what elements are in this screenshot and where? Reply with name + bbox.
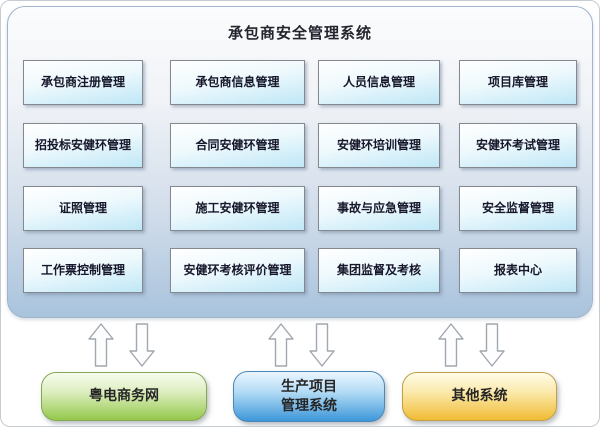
- module-box-personnel-info: 人员信息管理: [318, 60, 440, 105]
- module-box-contract-hse: 合同安健环管理: [170, 123, 305, 168]
- down-arrow-icon: [479, 323, 505, 367]
- module-box-bidding-hse: 招投标安健环管理: [23, 123, 143, 168]
- arrow-pair-right: [438, 323, 505, 367]
- module-box-hse-examination: 安健环考试管理: [459, 123, 577, 168]
- module-box-license-management: 证照管理: [23, 186, 143, 231]
- up-arrow-icon: [88, 323, 114, 367]
- module-box-contractor-registration: 承包商注册管理: [23, 60, 143, 105]
- main-system-panel: 承包商安全管理系统 承包商注册管理 承包商信息管理 人员信息管理 项目库管理 招…: [7, 6, 593, 318]
- arrow-pair-center: [268, 323, 335, 367]
- down-arrow-icon: [309, 323, 335, 367]
- module-box-project-library: 项目库管理: [459, 60, 577, 105]
- down-arrow-icon: [129, 323, 155, 367]
- arrow-pair-left: [88, 323, 155, 367]
- page-title: 承包商安全管理系统: [227, 24, 372, 42]
- up-arrow-icon: [438, 323, 464, 367]
- module-box-hse-evaluation: 安健环考核评价管理: [170, 248, 305, 293]
- module-box-accident-emergency: 事故与应急管理: [318, 186, 440, 231]
- module-box-work-ticket-control: 工作票控制管理: [23, 248, 143, 293]
- module-box-group-supervision: 集团监督及考核: [318, 248, 440, 293]
- module-box-safety-supervision: 安全监督管理: [459, 186, 577, 231]
- module-box-hse-training: 安健环培训管理: [318, 123, 440, 168]
- module-box-contractor-info: 承包商信息管理: [170, 60, 305, 105]
- external-system-other-systems: 其他系统: [402, 372, 557, 421]
- external-system-production-project-mgmt: 生产项目 管理系统: [233, 371, 385, 422]
- module-box-report-center: 报表中心: [459, 248, 577, 293]
- external-system-yuedian-business-web: 粤电商务网: [41, 372, 207, 421]
- up-arrow-icon: [268, 323, 294, 367]
- module-box-construction-hse: 施工安健环管理: [170, 186, 305, 231]
